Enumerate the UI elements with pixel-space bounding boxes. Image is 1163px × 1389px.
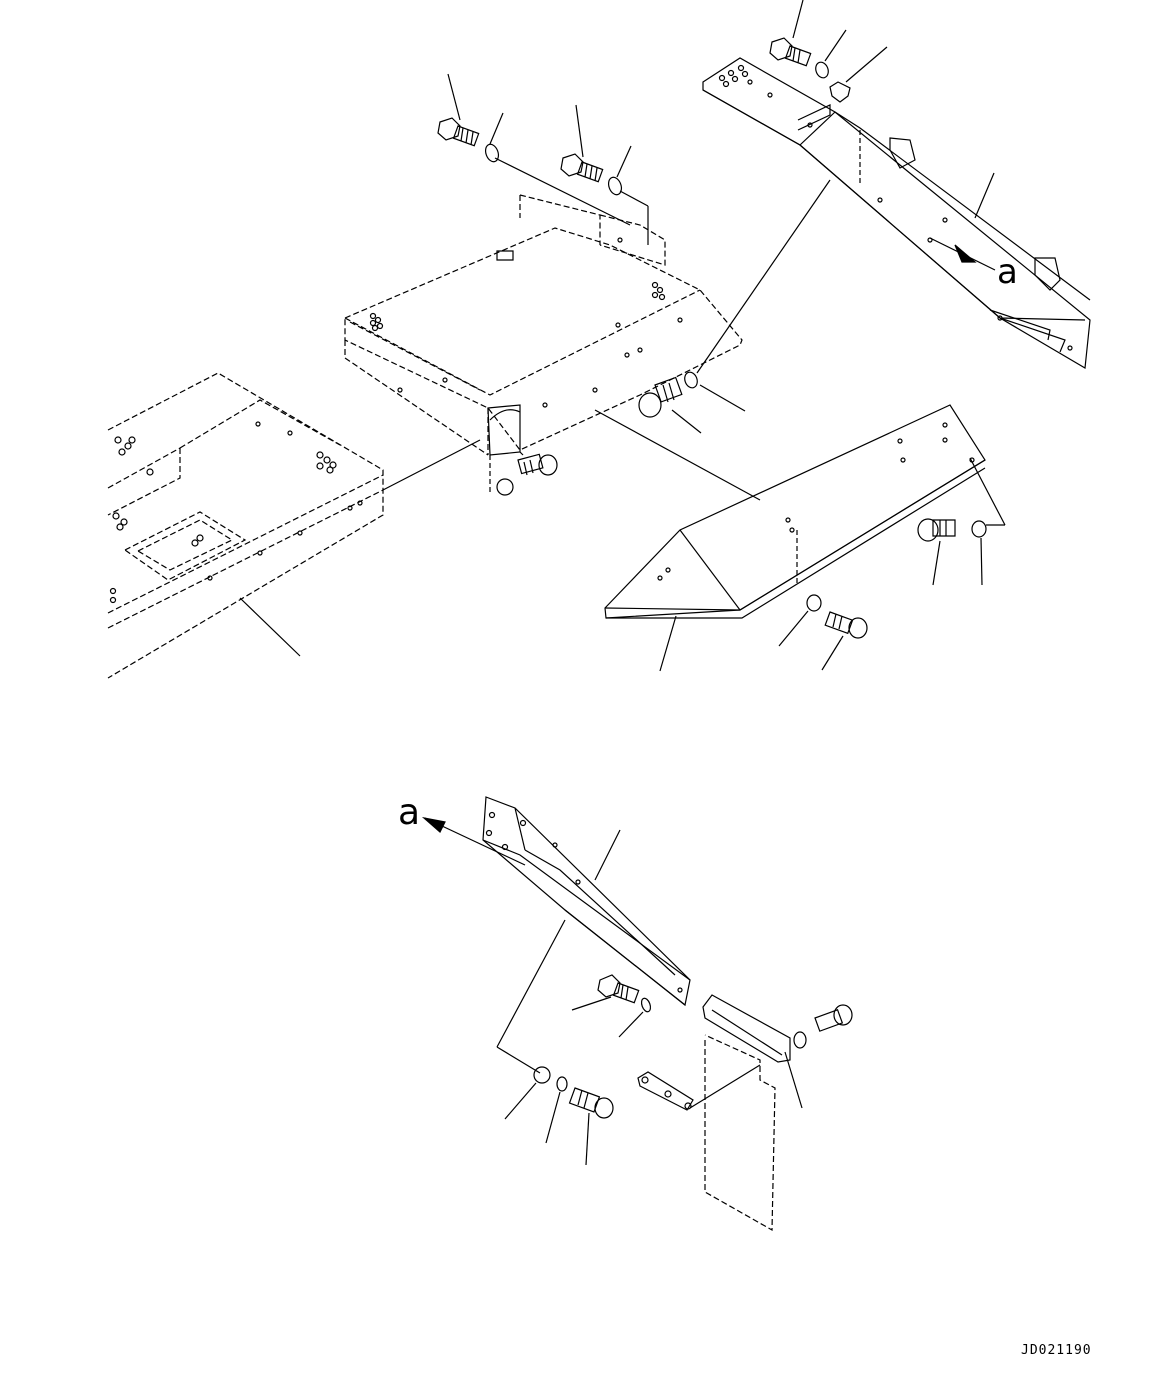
connector-washer-to-rail: [697, 180, 830, 373]
bottom-rail-holes: [487, 813, 683, 993]
connector-washer-lower-right2: [970, 458, 1005, 525]
leader-washer-lower-rail-bottom: [779, 611, 808, 646]
washer-box-right: [683, 370, 700, 389]
center-box-holes: [371, 238, 683, 407]
leader-bolt-upper-left: [448, 74, 460, 120]
leader-washer-lower-rail-right: [981, 538, 982, 585]
bolt-lower-rail-bottom: [825, 612, 867, 638]
washer-lower-rail-right: [972, 521, 986, 537]
center-box-cover: [345, 195, 742, 455]
leader-clip-top-rail: [846, 47, 887, 82]
washer-box-bottom: [497, 479, 513, 495]
leader-bolt-bottom-left: [586, 1113, 589, 1165]
upper-rail-part: [703, 58, 1090, 368]
bolt-bottom-mid: [598, 975, 639, 1003]
reference-label-bottom: a: [398, 792, 421, 833]
leader-washer-top-rail: [825, 30, 846, 61]
clip-top-rail: [830, 82, 850, 102]
leader-bolt-lower-rail-right: [933, 541, 940, 585]
bolt-upper-left: [438, 118, 479, 146]
leader-washer-bottom-left: [505, 1083, 536, 1119]
reference-arrow-top: [930, 238, 995, 270]
leader-washer-upper-mid: [617, 146, 631, 177]
washer-bottom-mid: [640, 997, 652, 1013]
lower-rail-part: [605, 405, 985, 618]
leader-bottom-rail: [595, 830, 620, 880]
bolt-upper-mid: [561, 154, 603, 182]
washer-bottom-left: [534, 1067, 550, 1083]
connector-box-to-lower-rail: [595, 410, 760, 500]
bolt-box-right: [639, 377, 682, 417]
leader-end-bracket: [785, 1052, 802, 1108]
leader-washer-bottom-mid: [619, 1012, 643, 1037]
leader-bolt-bottom-mid: [572, 997, 611, 1010]
upper-rail-holes: [720, 66, 1073, 351]
connector-base-to-box: [383, 440, 480, 490]
washer-bracket-right: [794, 1032, 806, 1048]
leader-bolt-box-right: [672, 410, 701, 433]
mud-flap-part: [705, 1035, 775, 1230]
leader-washer-box-right: [700, 385, 745, 411]
leader-washer-bottom-small: [546, 1092, 560, 1143]
reference-label-top: a: [997, 252, 1018, 292]
leader-bolt-top-rail: [793, 0, 803, 38]
connector-bolt-to-box-mid: [620, 191, 648, 206]
lower-rail-holes: [658, 423, 974, 580]
leader-bolt-upper-mid: [576, 105, 583, 157]
connector-rail-to-washers2: [497, 1047, 540, 1073]
connector-bolt-to-box-left: [495, 158, 630, 225]
washer-bottom-small: [557, 1077, 567, 1091]
hinge-plate-part: [638, 1072, 693, 1110]
washer-upper-left: [483, 142, 500, 163]
washer-lower-rail-bottom: [807, 595, 821, 611]
bolt-bracket-right: [815, 1005, 852, 1031]
leader-bolt-lower-rail-bottom: [822, 636, 843, 670]
reference-arrow-bottom: [424, 818, 525, 865]
bottom-rail-part: [483, 797, 690, 1005]
connector-hinge-to-flap: [690, 1065, 760, 1108]
leader-lower-rail: [660, 616, 676, 671]
bolt-lower-rail-right: [918, 519, 955, 541]
leader-washer-upper-left: [490, 113, 503, 144]
center-box-front-panel: [488, 405, 520, 455]
drawing-number: JD021190: [1021, 1343, 1092, 1358]
washer-top-rail: [814, 60, 831, 79]
leader-base-cover: [240, 598, 300, 656]
bolt-box-bottom: [518, 454, 557, 475]
bolt-bottom-left: [570, 1088, 613, 1118]
leader-upper-rail: [975, 173, 994, 218]
base-cover-part: [108, 373, 383, 678]
connector-rail-to-washers: [497, 920, 565, 1047]
bolt-top-rail: [770, 38, 811, 66]
end-bracket-part: [703, 995, 790, 1062]
washer-upper-mid: [606, 175, 623, 196]
base-cover-holes: [111, 422, 363, 603]
